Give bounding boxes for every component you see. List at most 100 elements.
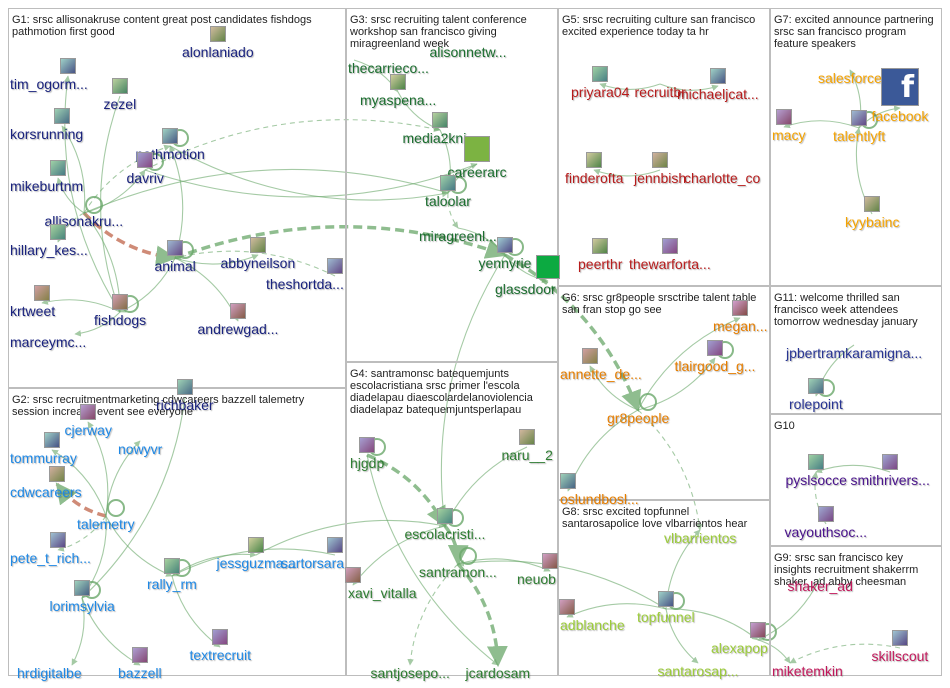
group-caption-g8: G8: srsc excited topfunnel santarosapoli…	[562, 506, 748, 530]
node-alonlaniado[interactable]: alonlaniado	[182, 44, 254, 60]
node-michaeljcat[interactable]: michaeljcat...	[677, 86, 759, 102]
node-yennyrie[interactable]: yennyrie	[478, 255, 532, 271]
node-oslundbosl[interactable]: oslundbosl...	[560, 491, 639, 507]
node-talentlyft[interactable]: talentlyft	[833, 128, 886, 144]
group-box-g8	[558, 500, 770, 676]
node-skillscout[interactable]: skillscout	[871, 648, 929, 664]
node-textrecruit[interactable]: textrecruit	[189, 647, 251, 663]
node-vlbarrientos[interactable]: vlbarrientos	[664, 530, 737, 546]
node-thewarforta[interactable]: thewarforta...	[629, 256, 711, 272]
avatar-zezel	[112, 78, 128, 94]
node-xavi_vitalla[interactable]: xavi_vitalla	[348, 585, 417, 601]
edge-yennyrie-gr8people	[504, 253, 642, 412]
node-salesforce[interactable]: salesforce	[818, 70, 882, 86]
node-glassdoor[interactable]: glassdoor	[495, 281, 556, 297]
edge-davriv-media2kni	[144, 119, 441, 171]
node-gr8people[interactable]: gr8people	[607, 410, 670, 426]
node-talemetry[interactable]: talemetry	[77, 516, 135, 532]
node-rolepoint[interactable]: rolepoint	[789, 396, 843, 412]
node-megan[interactable]: megan...	[713, 318, 768, 334]
node-macy[interactable]: macy	[772, 127, 806, 143]
node-finderofta[interactable]: finderofta	[565, 170, 624, 186]
node-smithrivers[interactable]: smithrivers...	[850, 472, 930, 488]
node-taloolar[interactable]: taloolar	[425, 193, 471, 209]
node-tommurray[interactable]: tommurray	[10, 450, 77, 466]
avatar-rally_rm	[164, 558, 180, 574]
node-rally_rm[interactable]: rally_rm	[147, 576, 197, 592]
node-pete_t_rich[interactable]: pete_t_rich...	[10, 550, 91, 566]
node-korsrunning[interactable]: korsrunning	[10, 126, 84, 142]
node-sartorsara[interactable]: sartorsara	[281, 555, 345, 571]
avatar-krtweet	[34, 285, 50, 301]
node-lorimsylvia[interactable]: lorimsylvia	[49, 598, 115, 614]
node-jennbish[interactable]: jennbish	[634, 170, 687, 186]
node-topfunnel[interactable]: topfunnel	[637, 609, 695, 625]
node-cjerway[interactable]: cjerway	[64, 422, 112, 438]
group-caption-g9: G9: srsc san francisco key insights recr…	[774, 552, 919, 588]
node-animal[interactable]: animal	[154, 258, 196, 274]
node-priyara04[interactable]: priyara04	[571, 84, 630, 100]
avatar-smithrivers	[882, 454, 898, 470]
node-nowyvr[interactable]: nowyvr	[118, 441, 163, 457]
node-zezel[interactable]: zezel	[103, 96, 137, 112]
node-santramon[interactable]: santramon...	[419, 564, 497, 580]
edge-topfunnel-adblanche	[566, 603, 667, 618]
self-loop-gr8people	[639, 393, 657, 411]
node-shakerad[interactable]: shaker_ad	[787, 578, 853, 594]
node-alexapop[interactable]: alexapop	[711, 640, 768, 656]
avatar-jessguzma	[248, 537, 264, 553]
node-facebook[interactable]: facebook	[871, 108, 929, 124]
node-peerthr[interactable]: peerthr	[578, 256, 623, 272]
node-recruitbr[interactable]: recruitbr	[634, 84, 686, 100]
node-myaspena[interactable]: myaspena...	[360, 92, 437, 108]
node-hrdigitalbe[interactable]: hrdigitalbe	[17, 665, 82, 681]
node-fishdogs[interactable]: fishdogs	[94, 312, 147, 328]
node-tim_ogorm[interactable]: tim_ogorm...	[10, 76, 88, 92]
node-alisonnetw[interactable]: alisonnetw...	[429, 44, 507, 60]
avatar-vayouthsoc	[818, 506, 834, 522]
node-davriv[interactable]: davriv	[126, 170, 164, 186]
node-neuob[interactable]: neuob	[517, 571, 556, 587]
node-charlotte_co[interactable]: charlotte_co	[684, 170, 761, 186]
node-jessguzma[interactable]: jessguzma...	[216, 555, 296, 571]
group-box-g7	[770, 8, 942, 286]
group-box-g10	[770, 414, 942, 546]
node-santjosepo[interactable]: santjosepo...	[370, 665, 450, 681]
edge-gr8people-annette_de	[589, 365, 639, 411]
node-hjgdp[interactable]: hjgdp	[350, 455, 385, 471]
node-hillary_kes[interactable]: hillary_kes...	[10, 242, 88, 258]
node-andrewgad[interactable]: andrewgad...	[197, 321, 279, 337]
node-bazzell[interactable]: bazzell	[118, 665, 162, 681]
node-naru__2[interactable]: naru__2	[501, 447, 553, 463]
node-annette_de[interactable]: annette_de...	[560, 366, 642, 382]
node-miketemkin[interactable]: miketemkin	[772, 663, 843, 679]
node-media2kni[interactable]: media2kni...	[402, 130, 478, 146]
node-jcardosam[interactable]: jcardosam	[465, 665, 531, 681]
node-escolacristi[interactable]: escolacristi...	[404, 526, 486, 542]
node-richbaker[interactable]: richbaker	[156, 397, 214, 413]
node-santarosap[interactable]: santarosap...	[657, 663, 739, 679]
node-tlairgood_g[interactable]: tlairgood_g...	[674, 358, 756, 374]
node-miragreenl[interactable]: miragreenl...	[419, 228, 497, 244]
avatar-pathmotion	[162, 128, 178, 144]
avatar-priyara04	[592, 66, 608, 82]
node-vayouthsoc[interactable]: vayouthsoc...	[784, 524, 868, 540]
node-careerarc[interactable]: careerarc	[447, 164, 507, 180]
node-marceymc[interactable]: marceymc...	[10, 334, 87, 350]
node-krtweet[interactable]: krtweet	[10, 303, 56, 319]
node-kyybainc[interactable]: kyybainc	[845, 214, 900, 230]
avatar-fishdogs	[112, 294, 128, 310]
node-thecarrieco[interactable]: thecarrieco...	[348, 60, 429, 76]
node-pyslsocce[interactable]: pyslsocce	[785, 472, 847, 488]
avatar-alonlaniado	[210, 26, 226, 42]
node-mikeburtnm[interactable]: mikeburtnm	[10, 178, 84, 194]
edge-allisonakru-mikeburtnm	[56, 177, 85, 214]
node-theshortda[interactable]: theshortda...	[266, 276, 344, 292]
avatar-xavi_vitalla	[345, 567, 361, 583]
node-cdwcareers[interactable]: cdwcareers	[10, 484, 82, 500]
node-jpbertramkaramigna[interactable]: jpbertramkaramigna...	[786, 345, 923, 361]
avatar-andrewgad	[230, 303, 246, 319]
edge-allisonakru-taloolar	[83, 169, 449, 214]
node-abbyneilson[interactable]: abbyneilson	[220, 255, 296, 271]
node-adblanche[interactable]: adblanche	[560, 617, 625, 633]
